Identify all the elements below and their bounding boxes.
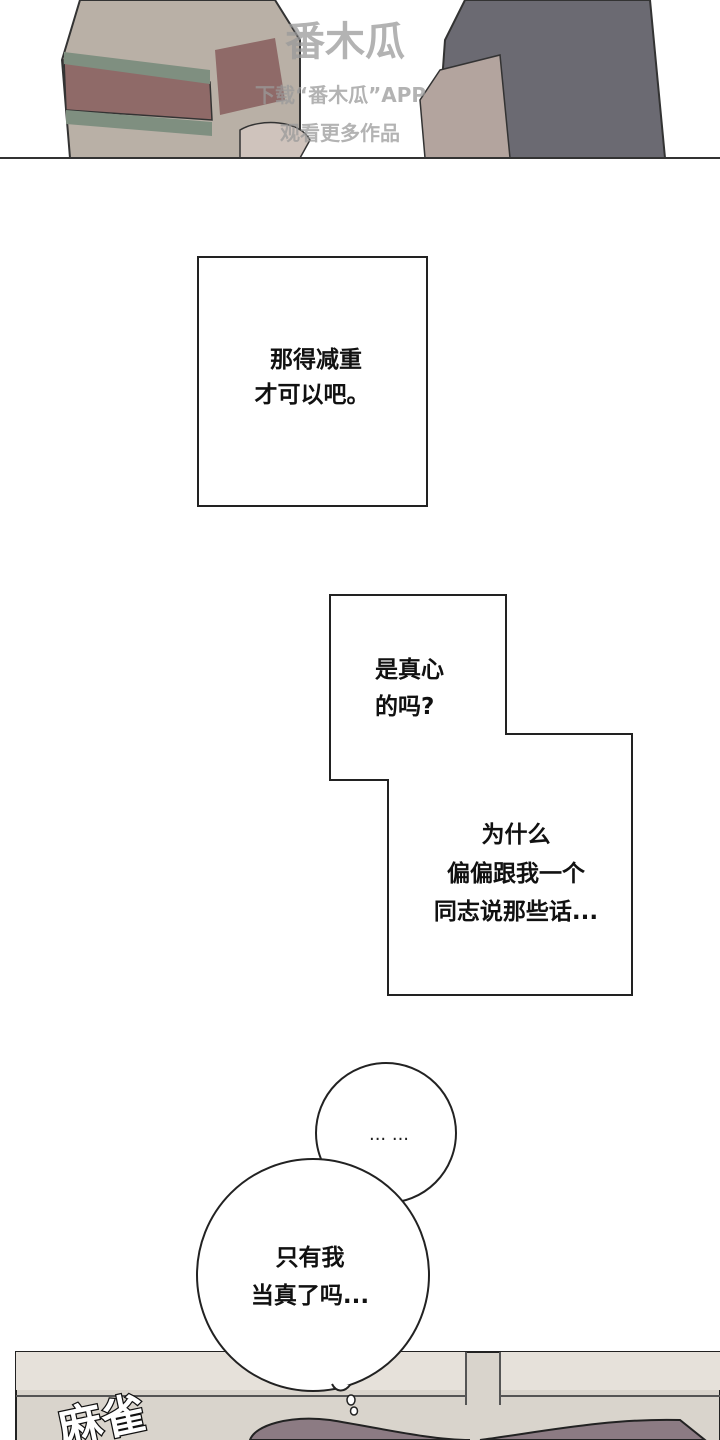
svg-text:当真了吗...: 当真了吗... [251, 1282, 369, 1309]
top-panel: 番木瓜 下载“番木瓜”APP 观看更多作品 [0, 0, 720, 159]
svg-text:只有我: 只有我 [276, 1244, 345, 1271]
caption-box-1: 那得减重 才可以吧。 [197, 256, 428, 507]
svg-text:偏偏跟我一个: 偏偏跟我一个 [447, 860, 586, 887]
svg-text:... ...: ... ... [369, 1124, 409, 1145]
svg-text:同志说那些话...: 同志说那些话... [434, 898, 598, 925]
svg-text:下载“番木瓜”APP: 下载“番木瓜”APP [255, 83, 426, 107]
watermark: 番木瓜 下载“番木瓜”APP 观看更多作品 [255, 19, 426, 145]
svg-text:番木瓜: 番木瓜 [285, 19, 405, 65]
svg-text:那得减重: 那得减重 [270, 346, 362, 373]
character-left-arm [60, 0, 311, 159]
svg-text:观看更多作品: 观看更多作品 [280, 121, 400, 145]
bottom-panel: 麻雀 [15, 1351, 720, 1440]
thought-bubble-large: 只有我 当真了吗... [196, 1158, 430, 1416]
character-right-arm [419, 0, 667, 159]
svg-text:为什么: 为什么 [482, 822, 551, 848]
svg-text:才可以吧。: 才可以吧。 [255, 382, 370, 408]
svg-text:是真心: 是真心 [375, 656, 444, 683]
caption-box-2: 是真心 的吗? 为什么 偏偏跟我一个 同志说那些话... [329, 594, 633, 996]
svg-text:的吗?: 的吗? [375, 693, 434, 720]
